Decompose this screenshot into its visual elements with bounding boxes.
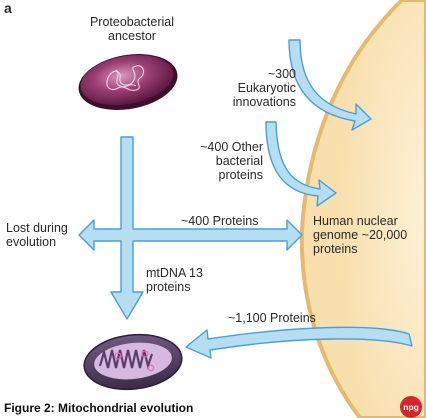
proteins-1100-label: ~1,100 Proteins	[228, 311, 316, 325]
lost-label: Lost during evolution	[6, 221, 68, 249]
npg-logo-icon: npg	[400, 396, 422, 418]
ancestor-label: Proteobacterial ancestor	[89, 15, 175, 43]
mtdna-label: mtDNA 13 proteins	[146, 266, 203, 294]
nuclear-genome-label: Human nuclear genome ~20,000 proteins	[313, 214, 408, 256]
bacterial-arrow	[265, 121, 337, 207]
proteobacterial-ancestor-shape	[78, 54, 178, 110]
figure-caption: Figure 2: Mitochondrial evolution	[4, 401, 194, 415]
proteins-400-label: ~400 Proteins	[181, 214, 259, 228]
arrow-network	[78, 39, 413, 359]
panel-label: a	[4, 0, 12, 16]
branch-arrows	[78, 136, 303, 320]
other-bacterial-label: ~400 Other bacterial proteins	[200, 140, 263, 182]
eukaryotic-arrow	[288, 39, 372, 131]
mitochondrion-shape	[83, 333, 183, 391]
nuclear-cell-shape	[299, 0, 426, 418]
eukaryotic-label: ~300 Eukaryotic innovations	[232, 67, 296, 109]
import-arrow	[185, 326, 413, 359]
